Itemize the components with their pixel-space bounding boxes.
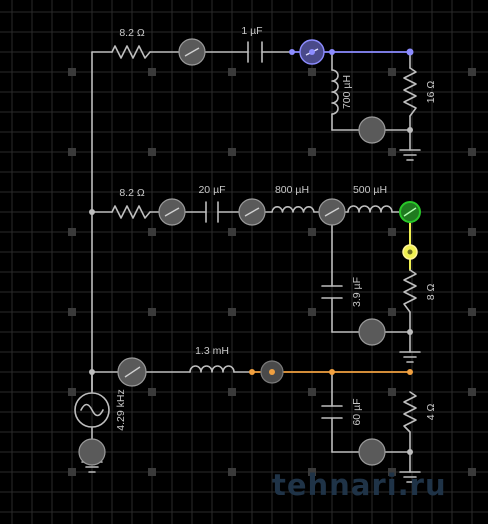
orange-node[interactable] xyxy=(260,360,284,384)
inductor-l2[interactable] xyxy=(271,206,315,213)
ground-probe[interactable] xyxy=(358,438,386,466)
capacitor-c3[interactable] xyxy=(321,285,343,299)
resistor-r5[interactable] xyxy=(403,391,417,433)
selected-voltage-probe[interactable] xyxy=(299,39,325,65)
active-probe[interactable] xyxy=(399,201,421,223)
label-source: 4.29 kHz xyxy=(115,389,127,430)
ammeter-probe[interactable] xyxy=(158,198,186,226)
probes xyxy=(78,38,421,466)
label-r2: 16 Ω xyxy=(425,81,437,104)
inductor-l1[interactable] xyxy=(331,69,339,115)
resistor-r3[interactable] xyxy=(111,205,151,219)
label-l3: 500 µH xyxy=(353,184,387,196)
label-l2: 800 µH xyxy=(275,184,309,196)
label-r5: 4 Ω xyxy=(425,404,437,421)
ground-probe[interactable] xyxy=(358,116,386,144)
hover-node[interactable] xyxy=(402,244,418,260)
ammeter-probe[interactable] xyxy=(178,38,206,66)
ground-probe[interactable] xyxy=(78,438,106,466)
capacitor-c1[interactable] xyxy=(247,41,263,63)
ammeter-probe[interactable] xyxy=(117,357,147,387)
capacitor-c2[interactable] xyxy=(205,201,219,223)
capacitor-c4[interactable] xyxy=(321,405,343,419)
label-l4: 1.3 mH xyxy=(195,345,229,357)
resistor-r2[interactable] xyxy=(403,67,417,117)
ground-icon xyxy=(399,351,421,363)
label-r4: 8 Ω xyxy=(425,284,437,301)
watermark: tehnari.ru xyxy=(272,468,447,502)
ground-icon xyxy=(399,471,421,483)
ground-probe[interactable] xyxy=(358,318,386,346)
label-r1: 8.2 Ω xyxy=(119,27,145,39)
label-c2: 20 µF xyxy=(198,184,225,196)
ac-source[interactable] xyxy=(74,392,110,428)
resistor-r1[interactable] xyxy=(111,45,151,59)
ground-icon xyxy=(399,149,421,161)
label-c3: 3.9 µF xyxy=(351,277,363,307)
inductor-l3[interactable] xyxy=(347,205,393,213)
junctions xyxy=(89,48,414,455)
resistor-r4[interactable] xyxy=(403,269,417,313)
label-c4: 60 µF xyxy=(351,398,363,425)
inductor-l4[interactable] xyxy=(189,365,235,373)
ammeter-probe[interactable] xyxy=(238,198,266,226)
label-l1: 700 µH xyxy=(341,75,353,109)
voltage-probe[interactable] xyxy=(318,198,346,226)
label-r3: 8.2 Ω xyxy=(119,187,145,199)
label-c1: 1 µF xyxy=(241,25,262,37)
labels: 8.2 Ω 1 µF 700 µH 16 Ω 8.2 Ω 20 µF 800 µ… xyxy=(115,25,437,431)
